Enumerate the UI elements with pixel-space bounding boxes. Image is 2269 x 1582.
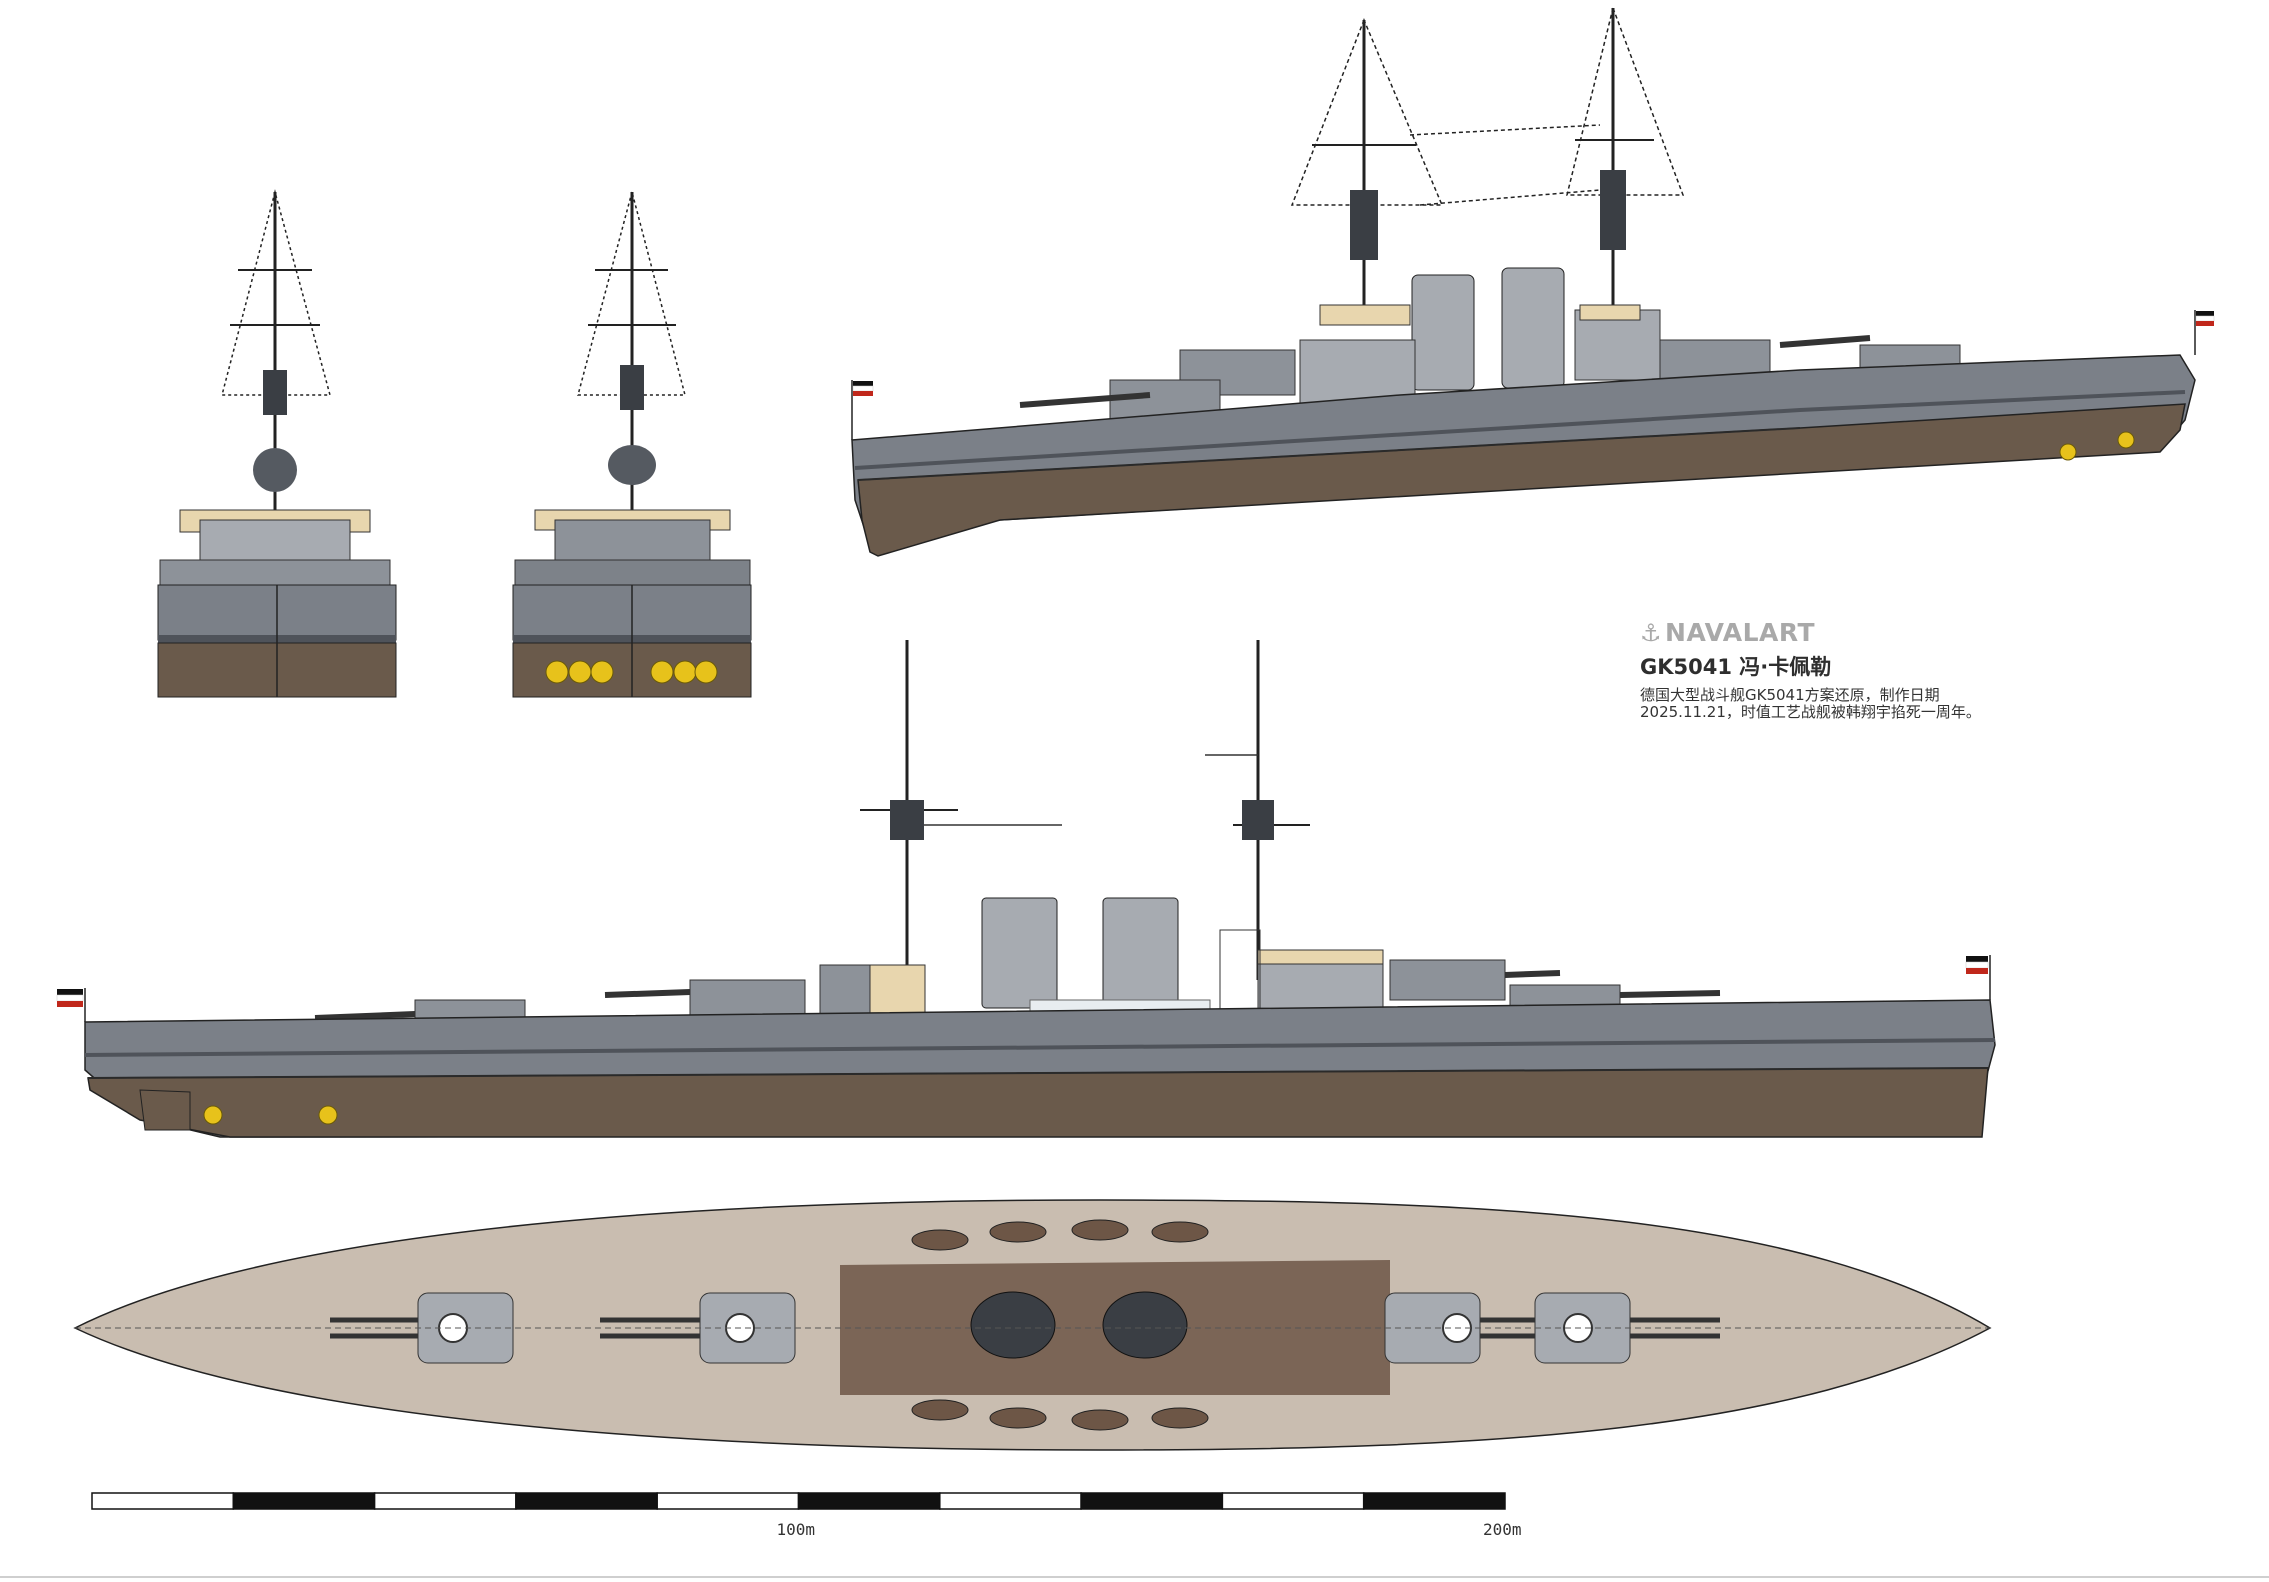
scale-segment	[91, 1492, 235, 1510]
scale-label-200m: 200m	[1483, 1520, 1522, 1539]
scale-segment	[1221, 1492, 1365, 1510]
ship-title: GK5041 冯·卡佩勒	[1640, 655, 1832, 679]
ship-description: 德国大型战斗舰GK5041方案还原，制作日期2025.11.21，时值工艺战舰被…	[1640, 686, 1981, 721]
side-flag-bow	[1965, 955, 1991, 1000]
bottom-divider	[0, 1576, 2269, 1578]
bow-view	[157, 189, 397, 698]
scale-segment	[797, 1492, 941, 1510]
side-profile-view	[56, 640, 1996, 1138]
side-flag-stern	[56, 988, 86, 1022]
perspective-view	[851, 5, 2215, 557]
brand-logo: ⚓ NAVALART	[1640, 618, 2000, 647]
anchor-icon: ⚓	[1640, 618, 1663, 647]
scale-segment	[939, 1492, 1082, 1510]
stern-view	[512, 189, 752, 698]
scale-bar	[91, 1492, 1506, 1510]
scale-segment	[656, 1492, 800, 1510]
scale-segment	[373, 1492, 517, 1510]
deck-plan-view	[73, 1199, 1992, 1451]
brand-name: NAVALART	[1665, 618, 1816, 647]
scale-segment	[515, 1492, 658, 1510]
ensign-flag-stern	[851, 380, 874, 440]
scale-segment	[1080, 1492, 1224, 1510]
caption-block: ⚓ NAVALART GK5041 冯·卡佩勒 德国大型战斗舰GK5041方案还…	[1640, 618, 2000, 721]
scale-label-100m: 100m	[776, 1520, 816, 1539]
scale-segment	[232, 1492, 376, 1510]
scale-segment	[1362, 1492, 1506, 1510]
ensign-flag-bow	[2194, 310, 2215, 355]
